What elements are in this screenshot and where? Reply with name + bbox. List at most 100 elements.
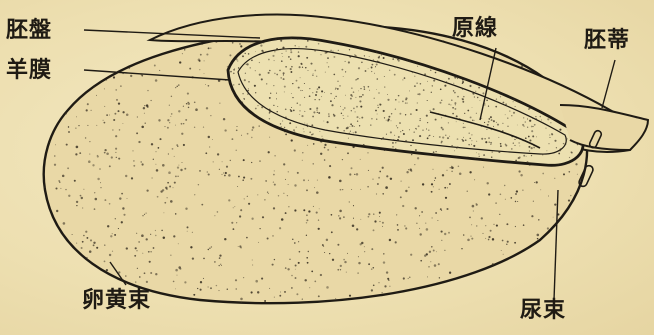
stipple-dot (183, 106, 184, 107)
stipple-dot (177, 176, 178, 177)
stipple-dot (405, 97, 407, 99)
stipple-dot (508, 44, 510, 46)
stipple-dot (504, 185, 505, 186)
stipple-dot (342, 159, 343, 160)
stipple-dot (251, 59, 253, 61)
stipple-dot (435, 119, 437, 121)
stipple-dot (425, 294, 426, 295)
stipple-dot (181, 123, 183, 125)
stipple-dot (287, 195, 288, 196)
stipple-dot (323, 246, 324, 247)
stipple-dot (355, 111, 356, 112)
stipple-dot (142, 163, 144, 165)
stipple-dot (106, 114, 108, 116)
stipple-dot (570, 48, 572, 50)
stipple-dot (521, 258, 522, 259)
stipple-dot (203, 258, 205, 260)
stipple-dot (71, 99, 73, 101)
stipple-dot (300, 77, 301, 78)
stipple-dot (547, 227, 549, 229)
stipple-dot (568, 53, 570, 55)
stipple-dot (269, 109, 271, 111)
stipple-dot (307, 126, 308, 127)
stipple-dot (467, 110, 469, 112)
stipple-dot (448, 122, 449, 123)
stipple-dot (194, 194, 195, 195)
stipple-dot (551, 42, 553, 44)
stipple-dot (523, 224, 525, 226)
stipple-dot (436, 251, 437, 252)
stipple-dot (179, 61, 181, 63)
stipple-dot (76, 41, 77, 42)
stipple-dot (408, 278, 409, 279)
stipple-dot (155, 164, 156, 165)
stipple-dot (53, 116, 54, 117)
stipple-dot (296, 80, 298, 82)
stipple-dot (564, 37, 566, 39)
stipple-dot (464, 113, 465, 114)
stipple-dot (257, 291, 259, 293)
stipple-dot (581, 67, 582, 68)
stipple-dot (224, 238, 226, 240)
stipple-dot (100, 182, 101, 183)
stipple-dot (553, 33, 554, 34)
stipple-dot (295, 45, 296, 46)
stipple-dot (571, 63, 572, 64)
stipple-dot (392, 146, 393, 147)
stipple-dot (587, 310, 588, 311)
stipple-dot (537, 33, 538, 34)
stipple-dot (112, 67, 114, 69)
stipple-dot (339, 180, 342, 183)
stipple-dot (377, 183, 379, 185)
stipple-dot (155, 79, 158, 82)
stipple-dot (276, 48, 278, 50)
stipple-dot (355, 97, 356, 98)
stipple-dot (293, 129, 295, 131)
stipple-dot (121, 193, 123, 195)
stipple-dot (306, 257, 308, 259)
stipple-dot (479, 156, 480, 157)
stipple-dot (158, 119, 160, 121)
stipple-dot (585, 76, 586, 77)
stipple-dot (255, 51, 256, 52)
stipple-dot (200, 54, 202, 56)
label-amnion: 羊膜 (6, 52, 52, 84)
stipple-dot (534, 182, 535, 183)
stipple-dot (306, 235, 307, 236)
stipple-dot (272, 235, 274, 237)
stipple-dot (531, 126, 533, 128)
stipple-dot (442, 128, 444, 130)
stipple-dot (415, 149, 417, 151)
stipple-dot (144, 113, 145, 114)
stipple-dot (570, 195, 571, 196)
stipple-dot (140, 25, 141, 26)
stipple-dot (278, 195, 279, 196)
stipple-dot (274, 51, 275, 52)
stipple-dot (551, 133, 553, 135)
stipple-dot (540, 189, 541, 190)
stipple-dot (324, 144, 326, 146)
stipple-dot (433, 151, 435, 153)
stipple-dot (65, 189, 66, 190)
stipple-dot (543, 69, 545, 71)
stipple-dot (486, 99, 488, 101)
stipple-dot (556, 57, 557, 58)
stipple-dot (354, 126, 355, 127)
stipple-dot (268, 193, 269, 194)
stipple-dot (306, 189, 308, 191)
stipple-dot (93, 60, 94, 61)
stipple-dot (538, 219, 539, 220)
stipple-dot (104, 152, 106, 154)
stipple-dot (309, 88, 310, 89)
stipple-dot (61, 46, 63, 48)
stipple-dot (531, 130, 533, 132)
stipple-dot (381, 139, 382, 140)
stipple-dot (525, 137, 527, 139)
stipple-dot (356, 106, 358, 108)
stipple-dot (96, 125, 97, 126)
stipple-dot (484, 122, 485, 123)
stipple-dot (144, 272, 146, 274)
stipple-dot (318, 219, 319, 220)
stipple-dot (251, 291, 253, 293)
